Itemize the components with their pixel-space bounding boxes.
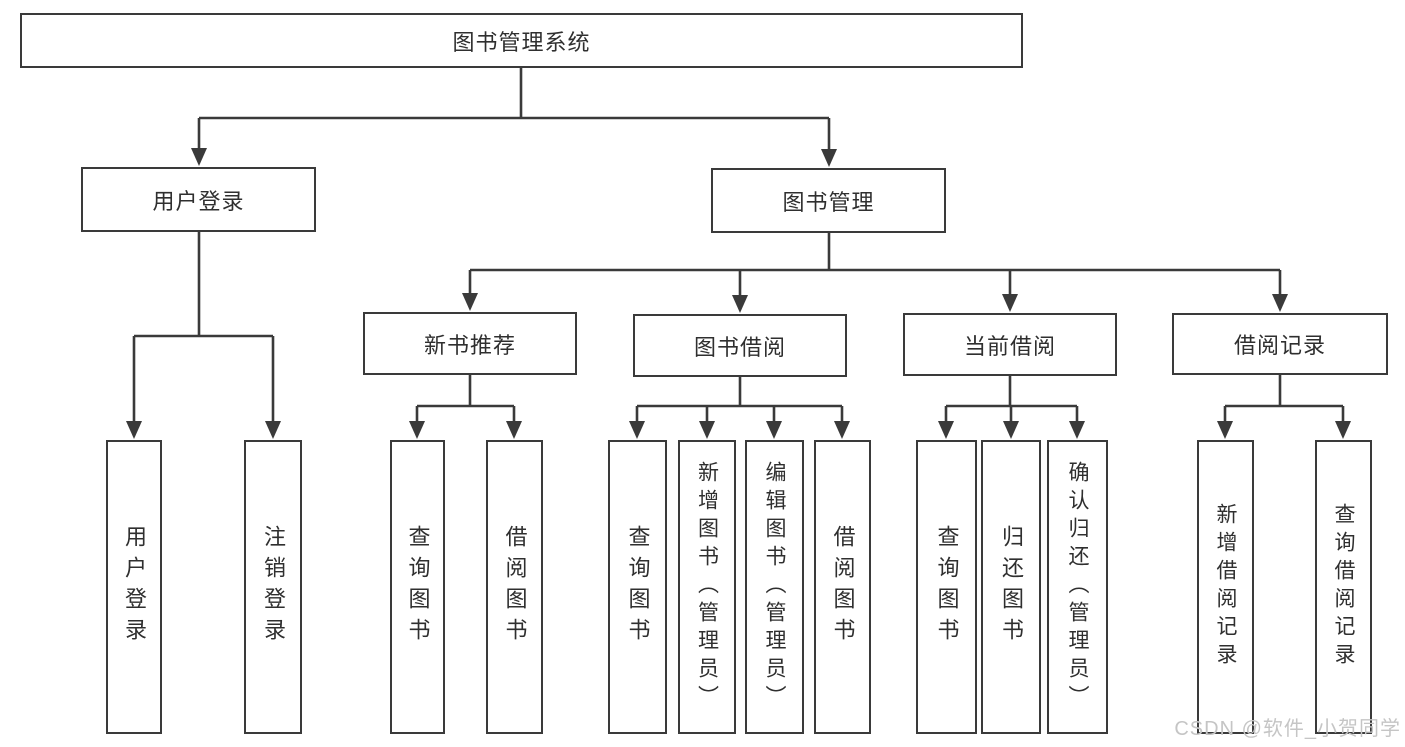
leaf-logout: 注销登录 [244,440,302,734]
leaf-return-books: 归还图书 [981,440,1041,734]
node-user-login: 用户登录 [81,167,316,232]
node-new-book-recommendation: 新书推荐 [363,312,577,375]
leaf-borrowing-query-books: 查询图书 [608,440,667,734]
node-borrowing-records: 借阅记录 [1172,313,1388,375]
leaf-user-login: 用户登录 [106,440,162,734]
leaf-recommend-query-books: 查询图书 [390,440,445,734]
node-current-borrowing: 当前借阅 [903,313,1117,376]
leaf-edit-books-admin: 编辑图书（管理员） [745,440,804,734]
leaf-current-query-books: 查询图书 [916,440,977,734]
leaf-confirm-return-admin: 确认归还（管理员） [1047,440,1108,734]
node-book-borrowing: 图书借阅 [633,314,847,377]
leaf-add-books-admin: 新增图书（管理员） [678,440,736,734]
leaf-add-borrow-record: 新增借阅记录 [1197,440,1254,734]
leaf-borrow-books: 借阅图书 [814,440,871,734]
leaf-query-borrow-record: 查询借阅记录 [1315,440,1372,734]
node-root-library-system: 图书管理系统 [20,13,1023,68]
leaf-recommend-borrow-books: 借阅图书 [486,440,543,734]
watermark: CSDN @软件_小贺同学 [1174,718,1401,740]
node-book-management: 图书管理 [711,168,946,233]
